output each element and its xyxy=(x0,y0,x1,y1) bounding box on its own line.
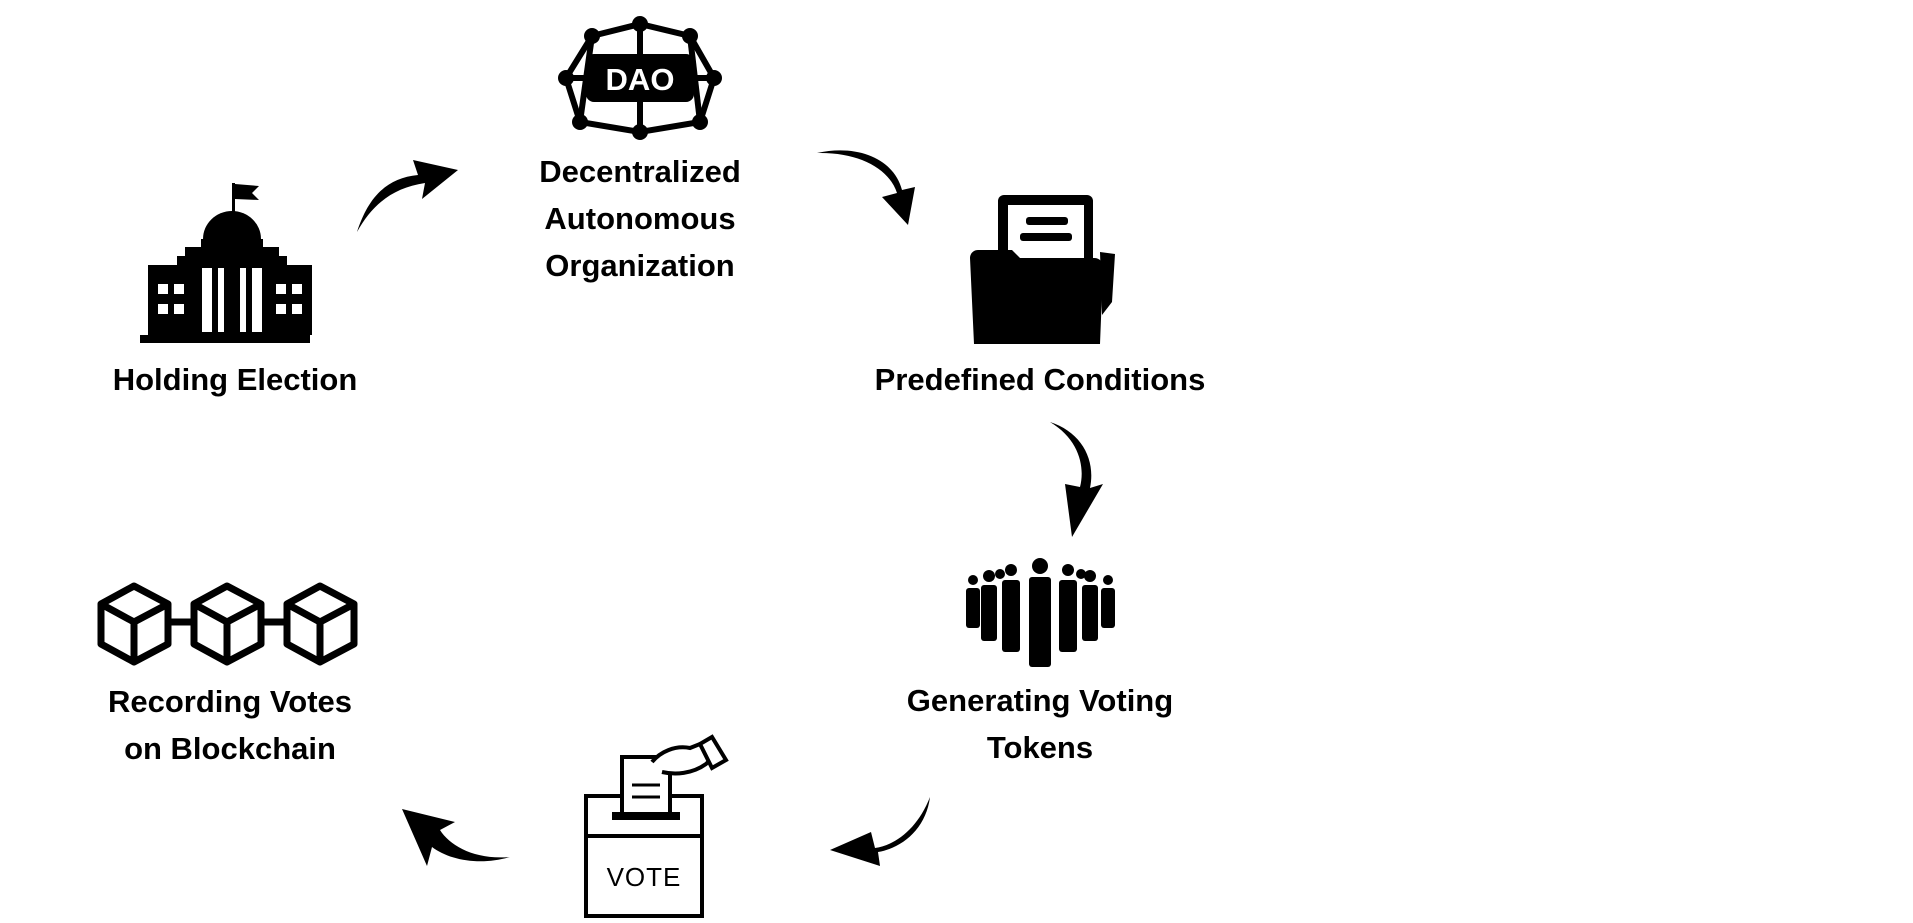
label-line: Predefined Conditions xyxy=(874,362,1206,397)
government-building-icon xyxy=(140,183,312,343)
cube-1 xyxy=(97,582,172,666)
label-dao: Decentralized Autonomous Organization xyxy=(490,148,790,289)
cube-2 xyxy=(190,582,265,666)
label-line: Organization xyxy=(545,248,735,283)
arrow-vote-to-blockchain xyxy=(402,809,510,866)
label-generating-voting-tokens: Generating Voting Tokens xyxy=(860,677,1220,771)
label-line: Generating Voting xyxy=(906,683,1174,718)
ballot-box-icon: VOTE xyxy=(584,734,729,918)
dao-network-icon: DAO xyxy=(558,16,722,140)
crowd-people-icon xyxy=(966,558,1115,667)
vote-icon-text: VOTE xyxy=(607,862,682,892)
arrow-conditions-to-tokens xyxy=(1050,422,1103,537)
label-line: Autonomous xyxy=(544,201,736,236)
cube-3 xyxy=(283,582,358,666)
arrow-election-to-dao xyxy=(357,160,458,232)
label-line: Decentralized xyxy=(539,154,741,189)
label-line: Holding Election xyxy=(112,362,358,397)
blockchain-cubes-icon xyxy=(97,582,358,666)
label-predefined-conditions: Predefined Conditions xyxy=(840,356,1240,403)
arrow-tokens-to-vote xyxy=(830,797,930,866)
label-line: Tokens xyxy=(986,730,1094,765)
dao-icon-text: DAO xyxy=(606,62,675,97)
folder-document-icon xyxy=(970,195,1115,344)
label-line: Recording Votes xyxy=(107,684,353,719)
label-recording-votes: Recording Votes on Blockchain xyxy=(70,678,390,772)
label-line: on Blockchain xyxy=(124,731,336,766)
arrow-dao-to-conditions xyxy=(817,150,915,225)
label-holding-election: Holding Election xyxy=(60,356,410,403)
